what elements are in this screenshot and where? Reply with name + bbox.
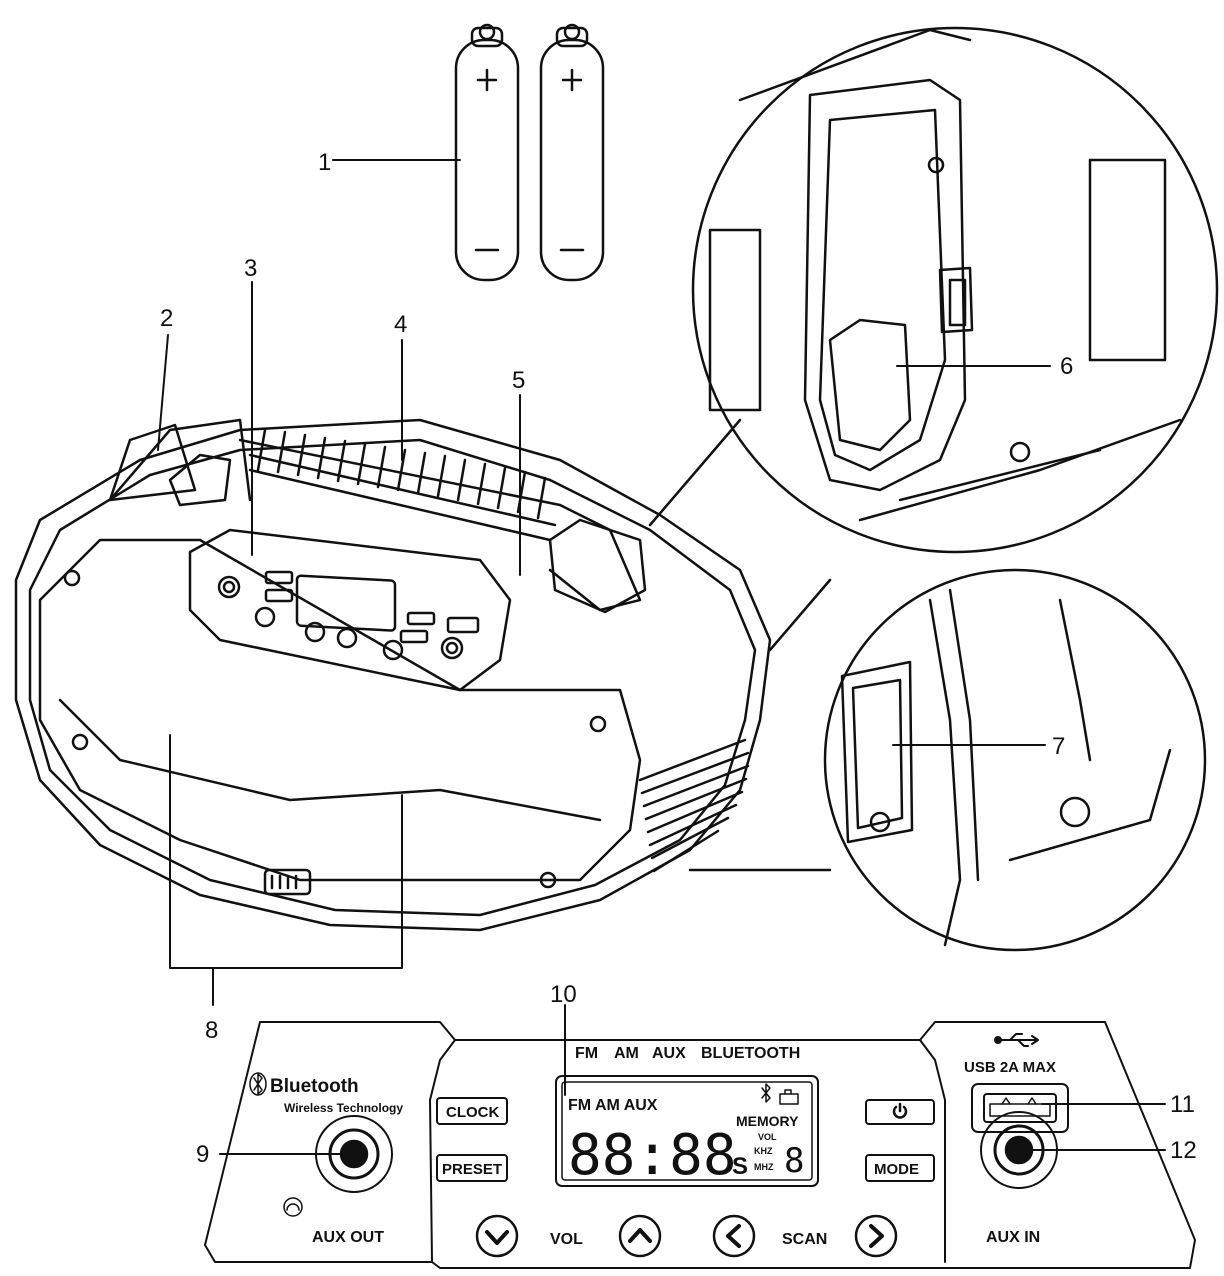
scan-left-button[interactable] [712,1214,756,1258]
callout-4: 4 [394,311,407,338]
lcd-modes: FM AM AUX [568,1097,658,1114]
callout-12: 12 [1170,1137,1197,1164]
usb-icon [994,1033,1039,1047]
callout-7: 7 [1052,733,1065,760]
callout-6: 6 [1060,353,1073,380]
power-icon [892,1102,908,1119]
preset-button[interactable] [436,1154,508,1182]
lcd-vol: VOL [758,1132,777,1142]
battery-icon [454,23,520,282]
lcd-memory: MEMORY [736,1113,799,1129]
clock-button[interactable] [436,1097,508,1125]
zoom-connector-2 [768,578,832,652]
zoom-circle-battery-compartment [691,26,1219,554]
callout-8: 8 [205,1017,218,1044]
callout-3: 3 [244,255,257,282]
lcd-digit-small: 8 [784,1141,804,1181]
mode-button[interactable] [865,1154,935,1182]
aux-out-jack[interactable] [315,1115,393,1193]
callout-lines [157,159,1166,1155]
callout-1: 1 [318,149,331,176]
lcd-mhz: MHZ [754,1162,774,1172]
bluetooth-icon-lcd [761,1083,771,1103]
label-aux: AUX [652,1045,686,1062]
vol-down-button[interactable] [475,1214,519,1258]
clock-button-label: CLOCK [446,1104,499,1121]
radio-body [14,418,772,932]
label-bluetooth: BLUETOOTH [701,1045,800,1062]
aux-out-label: AUX OUT [312,1229,384,1246]
usb-label: USB 2A MAX [964,1059,1056,1076]
label-fm: FM [575,1045,598,1062]
battery-status-icon [779,1089,799,1105]
label-am: AM [614,1045,639,1062]
bluetooth-icon [249,1072,267,1096]
scan-label: SCAN [782,1231,827,1248]
callout-5: 5 [512,367,525,394]
aux-in-jack[interactable] [980,1111,1058,1189]
mode-button-label: MODE [874,1161,919,1178]
battery-icon-2 [539,23,605,282]
scan-right-button[interactable] [854,1214,898,1258]
aux-in-label: AUX IN [986,1229,1040,1246]
usb-port[interactable] [971,1083,1069,1133]
vol-up-button[interactable] [618,1214,662,1258]
zoom-connector-1 [648,418,742,527]
callout-11: 11 [1170,1091,1195,1118]
lcd-khz: KHZ [754,1146,773,1156]
bluetooth-logo-text: Bluetooth [270,1076,359,1097]
power-button[interactable] [865,1099,935,1125]
zoom-circle-usb-cover [823,568,1207,952]
control-panel: FM AM AUX BLUETOOTH Bluetooth Wireless T… [204,1021,1196,1269]
vol-label: VOL [550,1231,583,1248]
lcd-digits: 88:88 [568,1123,737,1188]
callout-9: 9 [196,1141,209,1168]
lcd-s: S [732,1153,748,1180]
callout-2: 2 [160,305,173,332]
headphone-icon [283,1197,303,1217]
callout-10: 10 [550,981,577,1008]
preset-button-label: PRESET [442,1161,502,1178]
bluetooth-sub-text: Wireless Technology [284,1101,403,1115]
lcd-display: FM AM AUX 88:88 S MEMORY VOL KHZ MHZ 8 [555,1075,819,1188]
